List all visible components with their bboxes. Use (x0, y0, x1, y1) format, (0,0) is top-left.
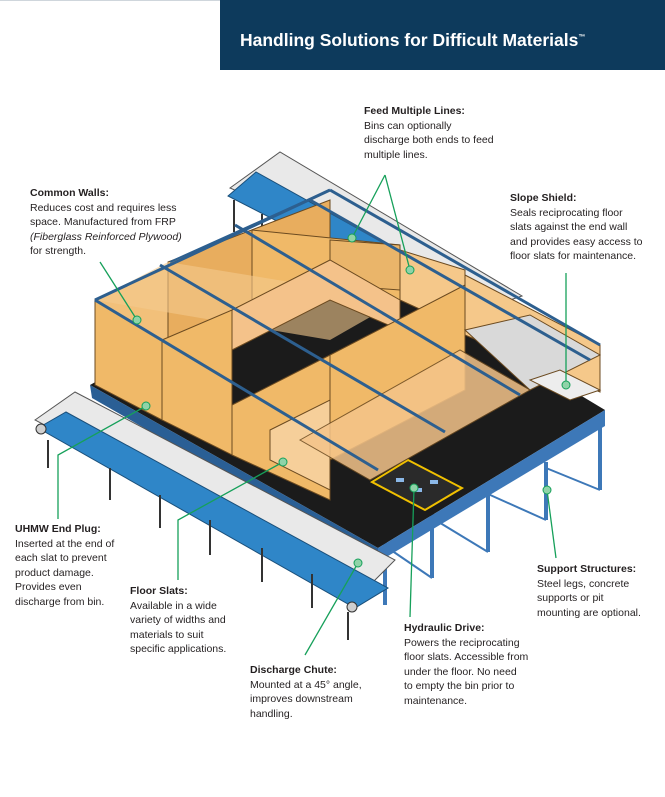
callout-title: Common Walls: (30, 187, 109, 199)
page-title: Handling Solutions for Difficult Materia… (240, 30, 586, 50)
callout-title: Hydraulic Drive: (404, 622, 485, 634)
callout-slope-shield: Slope Shield: Seals reciprocating floor … (510, 192, 643, 263)
front-conveyor (34, 391, 396, 640)
callout-title: Discharge Chute: (250, 664, 337, 676)
callout-hydraulic-drive: Hydraulic Drive: Powers the reciprocatin… (404, 622, 529, 707)
callout-leaders (57, 174, 567, 656)
callout-floor-slats: Floor Slats: Available in a wide variety… (130, 585, 227, 656)
callout-uhmw-end-plug: UHMW End Plug: Inserted at the end of ea… (15, 523, 115, 608)
callout-title: UHMW End Plug: (15, 523, 101, 535)
callout-feed-multiple-lines: Feed Multiple Lines: Bins can optionally… (364, 105, 494, 161)
frame-beams (94, 188, 601, 472)
callout-title: Floor Slats: (130, 585, 188, 597)
callout-discharge-chute: Discharge Chute: Mounted at a 45° angle,… (250, 664, 362, 720)
callout-title: Slope Shield: (510, 192, 577, 204)
top-rule (0, 0, 220, 1)
header-bar (220, 0, 665, 70)
callout-title: Support Structures: (537, 563, 637, 575)
callout-common-walls: Common Walls: Reduces cost and requires … (30, 187, 182, 258)
callout-support-structures: Support Structures: Steel legs, concrete… (537, 563, 641, 619)
callout-dots (132, 233, 571, 568)
callout-title: Feed Multiple Lines: (364, 105, 465, 117)
